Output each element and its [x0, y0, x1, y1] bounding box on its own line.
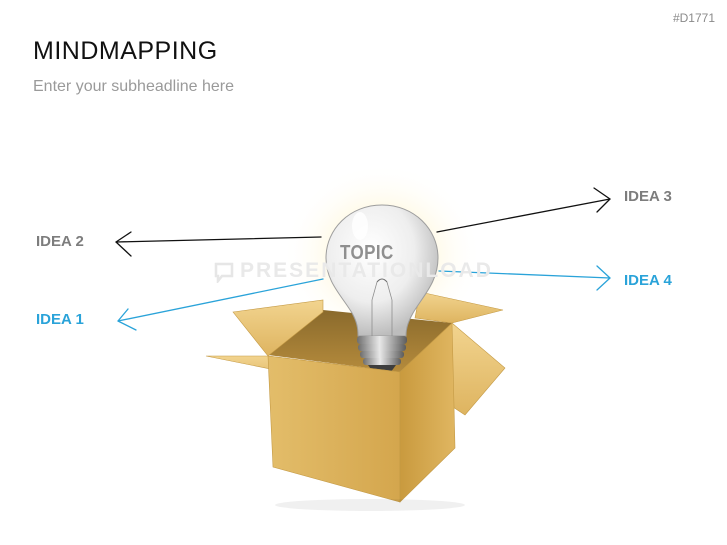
- slide-title: MINDMAPPING: [33, 37, 218, 65]
- arrow-to-idea-2: [115, 231, 322, 257]
- idea-2-label: IDEA 2: [36, 233, 84, 250]
- idea-4-label: IDEA 4: [624, 272, 672, 289]
- box-side: [399, 322, 456, 503]
- arrow-to-idea-1: [117, 278, 324, 331]
- arrow-to-idea-3: [436, 187, 611, 233]
- idea-1-label: IDEA 1: [36, 311, 84, 328]
- watermark-logo-icon: [214, 262, 234, 283]
- topic-label: TOPIC: [340, 242, 394, 264]
- watermark-text: PRESENTATIONLOAD: [240, 259, 493, 282]
- slide-code: #D1771: [672, 11, 715, 25]
- idea-3-label: IDEA 3: [624, 188, 672, 205]
- box-flap-back-left: [232, 299, 324, 357]
- box-front: [267, 355, 401, 503]
- arrow-to-idea-4: [438, 265, 611, 291]
- slide-subtitle: Enter your subheadline here: [33, 78, 235, 95]
- light-bulb-icon: [325, 204, 439, 376]
- box-shadow: [275, 499, 465, 511]
